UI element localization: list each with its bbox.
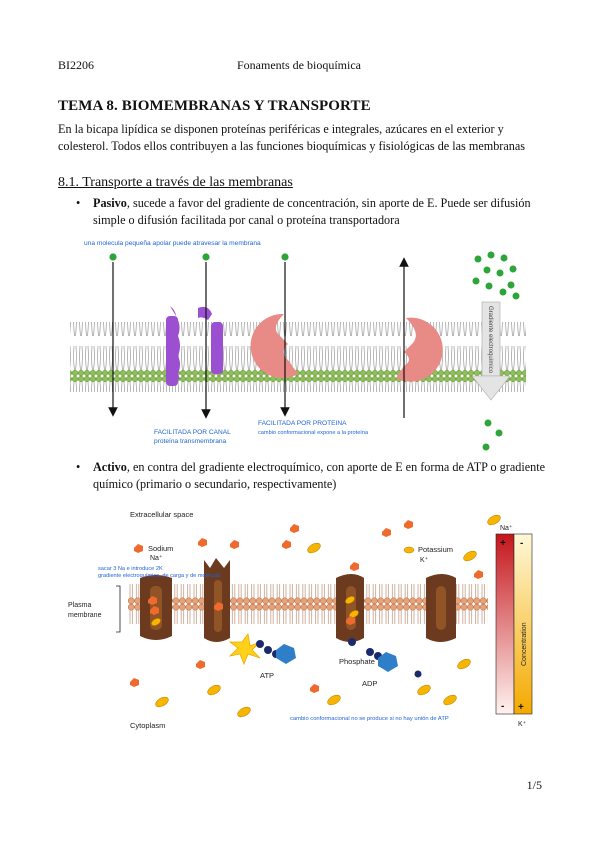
gradient-arrow-icon: Gradiente electroquímico <box>471 301 511 401</box>
bullet-dot: • <box>76 196 81 210</box>
cytoplasm-label: Cytoplasm <box>130 721 165 730</box>
energy-burst-icon <box>228 633 261 666</box>
sodium-ion-icon <box>148 596 355 625</box>
pump-note-1: sacar 3 Na e introduce 2K <box>98 566 163 572</box>
active-transport-figure: Extracellular space Cytoplasm Plasma mem… <box>68 510 533 730</box>
passive-bullet: • Pasivo, sucede a favor del gradiente d… <box>76 195 546 229</box>
atp-icon <box>276 644 296 664</box>
carrier-protein-icon <box>396 317 443 382</box>
course-code: BI2206 <box>58 58 94 72</box>
channel-sublabel: proteína transmembrana <box>154 438 227 445</box>
sodium-gradient-bar <box>495 533 515 715</box>
phosphate-icon <box>414 670 422 678</box>
channel-label: FACILITADA POR CANAL <box>154 429 231 436</box>
minus-sign: - <box>501 701 504 712</box>
conformation-note: cambio conformacional no se produce si n… <box>290 716 449 722</box>
potassium-ion-icon <box>151 596 359 626</box>
potassium-legend-icon <box>403 546 415 554</box>
section-heading: 8.1. Transporte a través de las membrana… <box>58 175 293 190</box>
active-description: , en contra del gradiente electroquímico… <box>93 460 546 491</box>
sodium-symbol: Na⁺ <box>150 554 163 562</box>
gradient-label: Gradiente electroquímico <box>487 306 493 374</box>
solute-cluster-icon <box>472 251 520 451</box>
solute-molecule-icon <box>202 253 210 261</box>
passive-term: Pasivo <box>93 196 127 210</box>
adp-icon <box>378 652 398 672</box>
bullet-dot: • <box>76 460 81 474</box>
pump-note-2: gradiente electroquímico, de carga y de … <box>98 573 221 579</box>
plus-sign: + <box>518 702 524 713</box>
page-number: 1/5 <box>526 778 542 792</box>
phosphate-icon <box>348 638 356 646</box>
potassium-symbol: K⁺ <box>420 556 429 564</box>
solute-molecule-icon <box>109 253 117 261</box>
membrane-bracket-icon <box>116 585 121 633</box>
course-name: Fonaments de bioquímica <box>237 58 361 72</box>
concentration-label: Concentration <box>521 622 528 666</box>
carrier-label: FACILITADA POR PROTEINA <box>258 420 347 427</box>
adp-label: ADP <box>362 679 377 688</box>
solute-molecule-icon <box>281 253 289 261</box>
carrier-sublabel: cambio conformacional expone a la proteí… <box>258 430 369 436</box>
active-term: Activo <box>93 460 127 474</box>
potassium-gradient-bar <box>513 533 533 715</box>
lipid-bilayer <box>70 322 526 392</box>
potassium-label: Potassium <box>418 545 453 554</box>
plus-sign: + <box>500 538 506 549</box>
intro-paragraph: En la bicapa lipídica se disponen proteí… <box>58 122 526 153</box>
simple-diffusion-label: una molecula pequeña apolar puede atrave… <box>84 240 261 247</box>
sodium-label: Sodium <box>148 544 173 553</box>
na-gradient-label: Na⁺ <box>500 524 513 532</box>
passive-transport-figure: una molecula pequeña apolar puede atrave… <box>70 240 526 451</box>
carrier-protein-icon <box>250 313 298 378</box>
sodium-legend-icon <box>134 544 143 553</box>
page-title: TEMA 8. BIOMEMBRANAS Y TRANSPORTE <box>58 98 371 114</box>
active-bullet: • Activo, en contra del gradiente electr… <box>76 459 546 493</box>
phosphate-label: Phosphate <box>339 657 375 666</box>
channel-protein-icon <box>166 306 223 386</box>
potassium-ion-icon <box>155 514 501 718</box>
k-gradient-label: K⁺ <box>518 720 527 728</box>
passive-description: , sucede a favor del gradiente de concen… <box>93 196 531 227</box>
plasma-label: Plasma <box>68 602 91 609</box>
minus-sign: - <box>520 538 523 549</box>
atp-label: ATP <box>260 671 274 680</box>
sodium-ion-icon <box>130 520 483 693</box>
extracellular-label: Extracellular space <box>130 510 193 519</box>
membrane-label: membrane <box>68 612 102 619</box>
